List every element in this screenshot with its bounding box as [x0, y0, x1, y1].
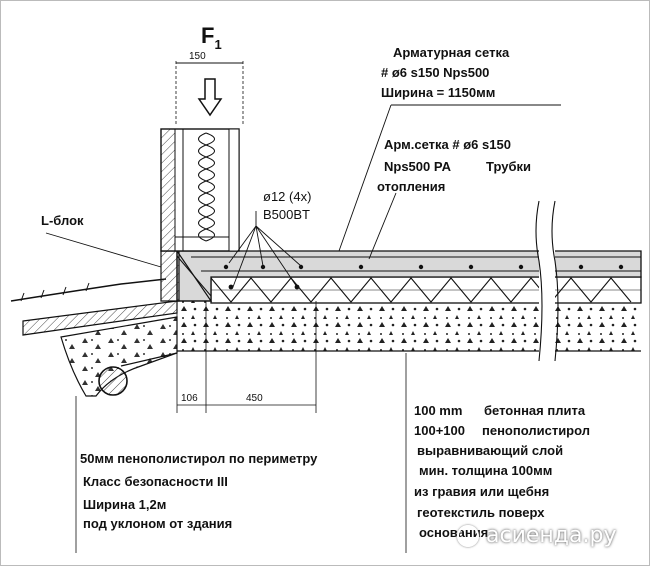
watermark-logo-icon: асиенда.ру: [457, 523, 616, 548]
watermark-circle-icon: [457, 525, 479, 547]
perimeter-line3: Ширина 1,2м: [83, 497, 167, 512]
layer-row4: мин. толщина 100мм: [419, 463, 553, 478]
force-subscript: 1: [214, 37, 222, 52]
perimeter-line2: Класс безопасности III: [83, 474, 228, 489]
force-label: F1: [201, 23, 222, 52]
break-line-gap: [535, 200, 559, 362]
perimeter-gravel: [60, 316, 178, 397]
mesh-top-title: Арматурная сетка: [393, 45, 510, 60]
dim-450: 450: [246, 393, 263, 404]
dim-wall-width: 150: [189, 51, 206, 62]
heating-label-2: отопления: [377, 179, 446, 194]
layer-row1-a: 100 mm: [414, 403, 463, 418]
dimension-lines: [75, 301, 407, 553]
wall: [160, 128, 240, 252]
rebar-label-2: B500BT: [263, 207, 310, 222]
lblock-label: L-блок: [41, 213, 84, 228]
eps-insulation-layer: [210, 276, 642, 304]
mesh2-line1: Арм.сетка # ø6 s150: [384, 137, 511, 152]
mesh2-line2: Nps500 PA: [384, 159, 451, 174]
layer-row1-b: бетонная плита: [484, 403, 586, 418]
layer-row6: геотекстиль поверх: [417, 505, 545, 520]
rebar-label-1: ø12 (4x): [263, 189, 312, 204]
layer-row2-a: 100+100: [414, 423, 465, 438]
layer-row2-b: пенополистирол: [482, 423, 590, 438]
heating-label-1: Трубки: [486, 159, 531, 174]
perimeter-line4: под уклоном от здания: [83, 516, 233, 531]
leader-lines: [45, 104, 561, 288]
perimeter-line1: 50мм пенополистирол по периметру: [80, 451, 318, 466]
force-arrow: [175, 61, 244, 126]
layer-row5: из гравия или щебня: [414, 484, 550, 499]
l-block: [160, 249, 213, 302]
dim-106: 106: [181, 393, 198, 404]
ground-surface: [10, 278, 167, 302]
mesh-top-width: Ширина = 1150мм: [381, 85, 496, 100]
drain-pipe: [98, 366, 128, 396]
watermark-text: асиенда.ру: [486, 523, 617, 548]
mesh-top-spec: # ø6 s150 Nps500: [381, 65, 490, 80]
gravel-base: [120, 301, 641, 367]
layer-row3: выравнивающий слой: [417, 443, 564, 458]
